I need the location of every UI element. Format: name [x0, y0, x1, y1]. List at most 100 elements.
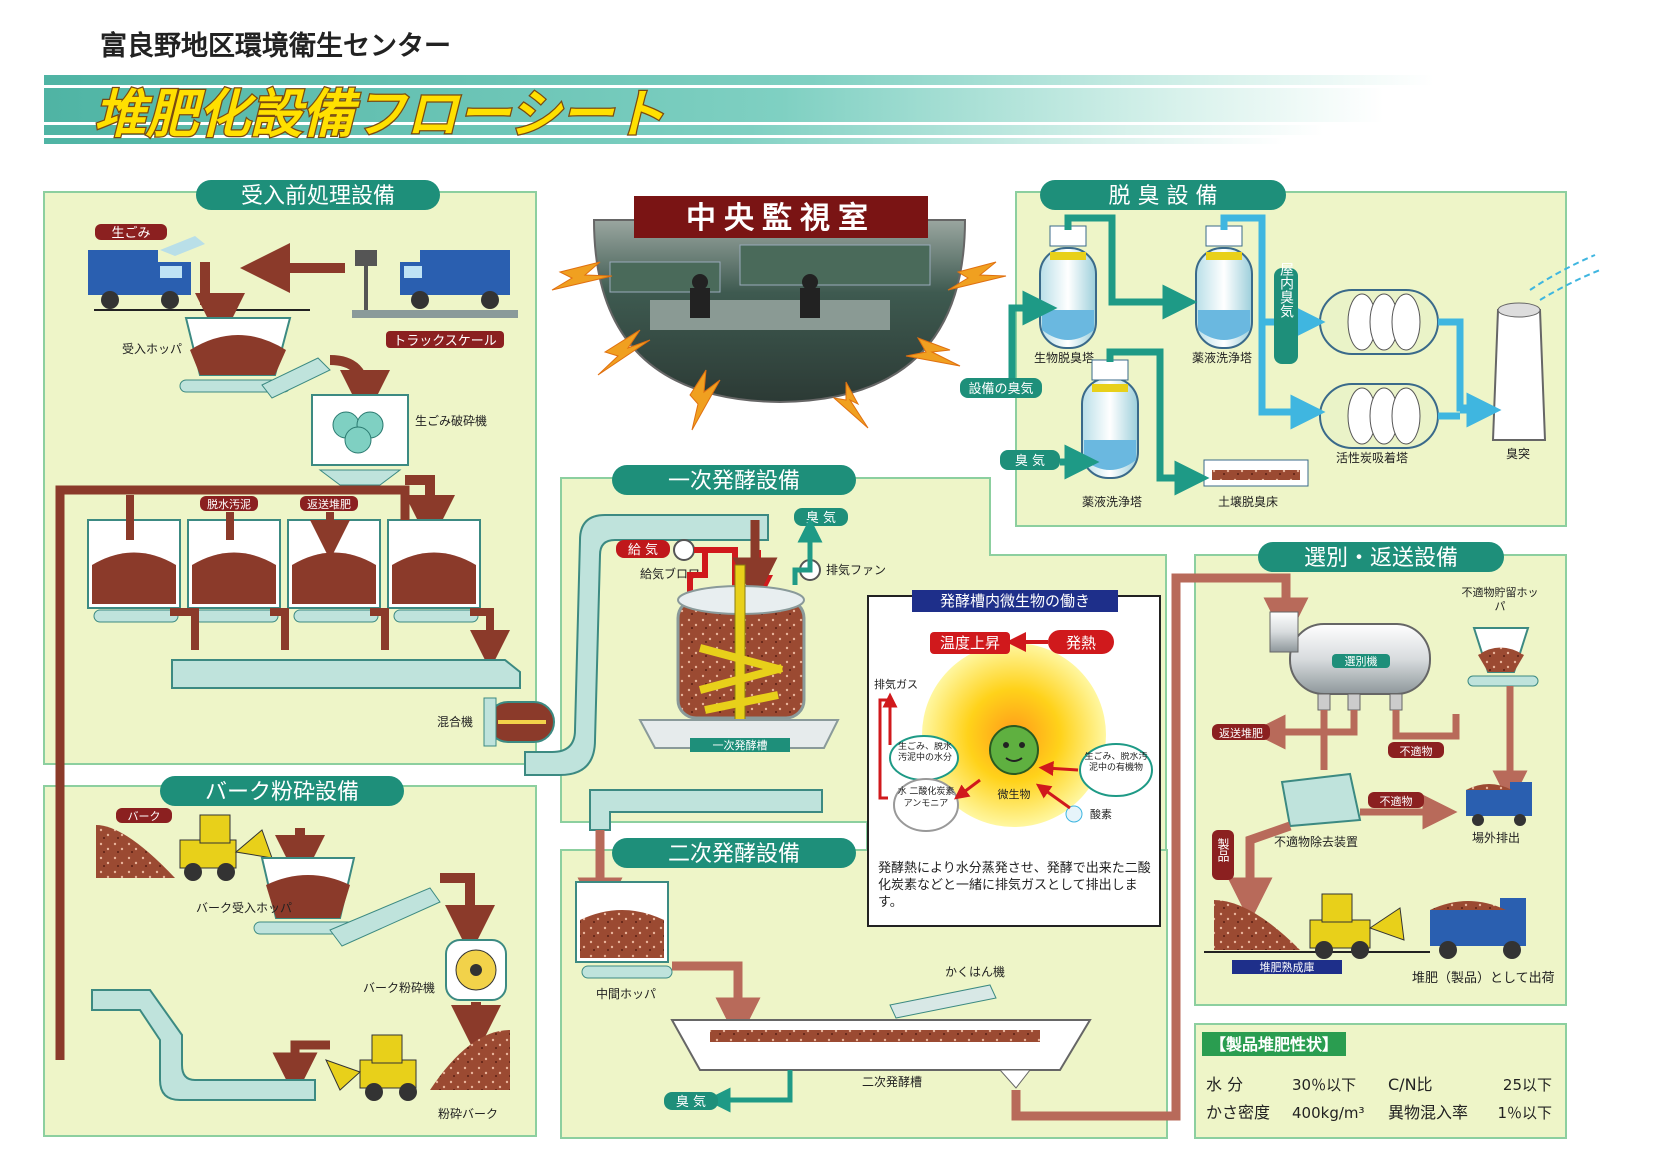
- secondary-tank-label: 二次発酵槽: [862, 1075, 922, 1089]
- crusher-label: 生ごみ破砕機: [415, 413, 487, 428]
- offsite-truck: [1466, 782, 1532, 826]
- indoor-odor-label: 屋内臭気: [1278, 262, 1294, 319]
- arrow-truck-to-hopper: [195, 262, 245, 343]
- tag-equip-odor: 設備の臭気: [960, 378, 1042, 398]
- primary-outfeed-conveyor: [589, 789, 823, 831]
- maturing-pile: [1214, 900, 1300, 950]
- tag-garbage-label: 生ごみ: [111, 225, 150, 241]
- tag-odor-out-primary: 臭 気: [794, 508, 848, 526]
- control-room-heading: 中央監視室: [634, 196, 928, 238]
- loader-crushed: [325, 1034, 417, 1101]
- reject-remover: [1280, 772, 1362, 828]
- prop-row1-v2: 25以下: [1503, 1076, 1552, 1094]
- tag-maturing: [1232, 960, 1342, 974]
- heading-secondary: 二次発酵設備: [612, 838, 856, 868]
- mid-hopper-label: 中間ホッパ: [596, 986, 656, 1001]
- tag-garbage: [95, 224, 167, 240]
- bark-pile: [96, 825, 175, 878]
- heading-bark: バーク粉砕設備: [160, 776, 404, 806]
- products-bubble: 水 二酸化炭素 アンモニア: [898, 787, 955, 809]
- bio-tower-label: 生物脱臭塔: [1034, 350, 1094, 365]
- prop-row2-k1: かさ密度: [1206, 1103, 1270, 1122]
- properties-heading-box: [1202, 1032, 1346, 1056]
- truck-scale-truck: [352, 250, 518, 318]
- exhaust-fan-label: 排気ファン: [826, 562, 886, 577]
- primary-fermentation-tank: [638, 564, 840, 752]
- heat-label: 発熱: [1066, 634, 1096, 652]
- prop-row1-k2: C/N比: [1388, 1075, 1433, 1094]
- arrow-to-bark-crusher: [440, 873, 495, 955]
- arrow-product-to-pile: [1227, 821, 1292, 923]
- supply-blower-label: 給気ブロワ: [640, 566, 700, 581]
- reject-remover-label: 不適物除去装置: [1274, 834, 1358, 849]
- bark-hopper-label: バーク受入ホッパ: [196, 901, 292, 915]
- svg-text:給 気: 給 気: [628, 542, 658, 558]
- control-room-photo: [592, 219, 967, 404]
- svg-text:製品: 製品: [1216, 838, 1230, 862]
- secondary-fermentation-tank: [670, 984, 1092, 1089]
- arrow-to-crusher: [329, 355, 390, 420]
- line-to-sorting: [1011, 573, 1309, 1121]
- activated-carbon-towers: [1319, 289, 1439, 449]
- return-line-left: [55, 485, 410, 1060]
- svg-text:設備の臭気: 設備の臭気: [968, 381, 1033, 397]
- stack-label: 臭突: [1506, 446, 1530, 461]
- prop-row1-k1: 水 分: [1206, 1075, 1243, 1094]
- tag-sludge: [200, 496, 258, 511]
- tag-supply-air: 給 気: [616, 540, 670, 558]
- tag-return-compost: [1212, 724, 1270, 740]
- chem-tower-2-label: 薬液洗浄塔: [1082, 494, 1142, 509]
- odor-stack: [1491, 254, 1601, 441]
- oxygen-label: 酸素: [1090, 807, 1112, 821]
- arrow-crusher-to-bins: [405, 475, 455, 545]
- truck-scale-label: トラックスケール: [393, 334, 497, 349]
- lightning-bolts: [551, 261, 1007, 431]
- garbage-crusher: [311, 394, 409, 486]
- supply-blower: [673, 539, 695, 561]
- bark-conveyor: [91, 989, 316, 1101]
- chem-tower-1-label: 薬液洗浄塔: [1192, 350, 1252, 365]
- svg-text:臭 気: 臭 気: [1015, 453, 1045, 469]
- crushed-bark-label: 粉砕バーク: [438, 1106, 498, 1121]
- crushed-bark-pile: [430, 1030, 510, 1090]
- svg-text:受入前処理設備: 受入前処理設備: [241, 184, 395, 209]
- microbe-inset: [867, 590, 1161, 927]
- receiving-hopper: [179, 317, 292, 393]
- exhaust-pipe: [792, 517, 823, 585]
- right-bubble: 生ごみ、脱水汚泥中の有機物: [1084, 752, 1147, 773]
- loader-bark: [179, 814, 273, 881]
- mixer: [483, 697, 555, 747]
- svg-text:中央監視室: 中央監視室: [686, 201, 876, 236]
- properties-heading: 【製品堆肥性状】: [1210, 1035, 1338, 1054]
- microbe-label: 微生物: [998, 787, 1031, 801]
- storage-bin: [387, 519, 481, 623]
- belt-to-crusher: [261, 357, 331, 399]
- tag-indoor-odor: 屋内臭気: [1274, 262, 1298, 364]
- reject-storage-hopper: [1467, 627, 1539, 687]
- svg-text:バーク粉砕設備: バーク粉砕設備: [205, 780, 359, 805]
- svg-text:二次発酵設備: 二次発酵設備: [668, 842, 800, 867]
- primary-tank-label: 一次発酵槽: [713, 738, 768, 752]
- mixer-label: 混合機: [437, 714, 473, 729]
- svg-text:臭 気: 臭 気: [676, 1094, 706, 1110]
- prop-row2-v1: 400kg/m³: [1292, 1104, 1365, 1122]
- tag-product: 製品: [1212, 830, 1234, 880]
- tag-odor-out-secondary: 臭 気: [664, 1092, 718, 1110]
- tag-sludge-label: 脱水汚泥: [207, 497, 251, 511]
- title-band: [44, 75, 1434, 144]
- soil-bed-label: 土壌脱臭床: [1218, 494, 1278, 509]
- maturing-label: 堆肥熟成庫: [1260, 960, 1315, 974]
- heading-primary: 一次発酵設備: [612, 465, 856, 495]
- left-bubble: 生ごみ、脱水汚泥中の水分: [898, 742, 952, 763]
- carbon-tower-label: 活性炭吸着塔: [1336, 450, 1408, 465]
- tag-reject-1: [1388, 742, 1444, 758]
- svg-text:臭 気: 臭 気: [806, 510, 836, 526]
- tag-truck-scale: [386, 331, 504, 348]
- truck-garbage: [88, 236, 205, 309]
- arrow-loader-to-conveyor: [272, 1040, 330, 1098]
- bark-crusher: [445, 939, 507, 1001]
- tag-return: [300, 496, 358, 511]
- collecting-conveyor: [171, 659, 521, 689]
- conveyor-to-primary: [524, 514, 769, 776]
